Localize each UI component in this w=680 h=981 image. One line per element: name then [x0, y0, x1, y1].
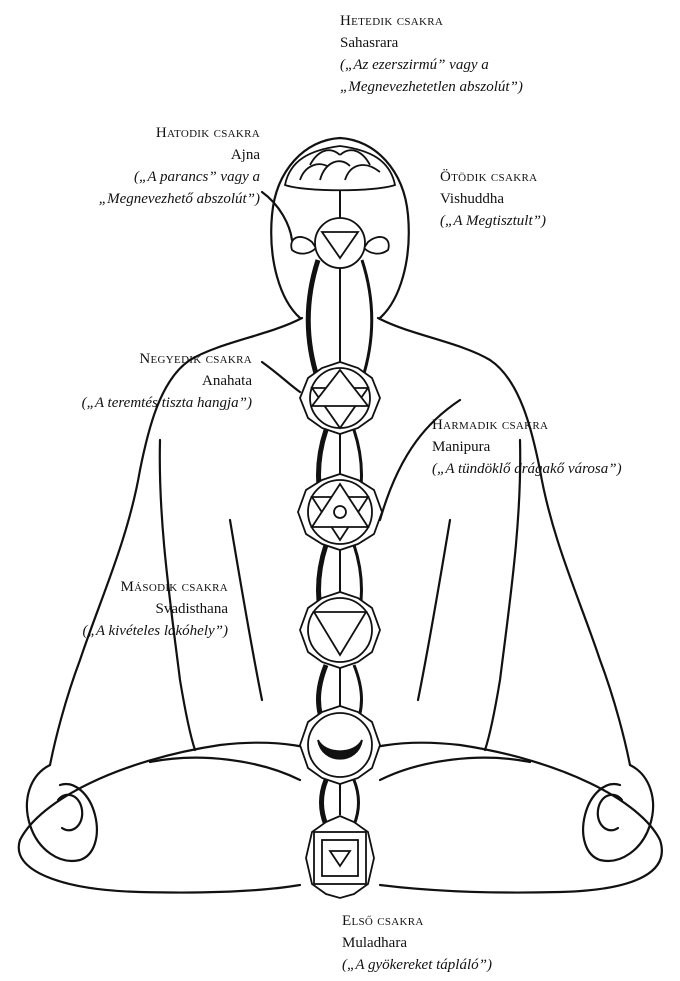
chakra-name: Vishuddha: [440, 188, 546, 210]
chakra-description: „Megnevezhetetlen abszolút”): [340, 76, 523, 98]
right-shoulder-arm: [378, 318, 630, 765]
label-vishuddha: Ötödik csakra Vishuddha („A Megtisztult”…: [440, 166, 546, 232]
chakra-name: Sahasrara: [340, 32, 523, 54]
anahata-chakra-symbol: [300, 362, 380, 434]
manipura-chakra-symbol: [298, 474, 382, 550]
left-hand: [27, 765, 97, 861]
leader-anahata: [262, 362, 300, 392]
chakra-description: („A teremtés tiszta hangja”): [82, 392, 252, 414]
right-hand: [583, 765, 653, 861]
label-muladhara: Első csakra Muladhara („A gyökereket táp…: [342, 910, 492, 976]
chakra-description: („A parancs” vagy a: [99, 166, 260, 188]
label-svadisthana: Második csakra Svadisthana („A kivételes…: [82, 576, 228, 642]
chakra-ordinal: Hetedik csakra: [340, 10, 523, 32]
label-sahasrara: Hetedik csakra Sahasrara („Az ezerszirmú…: [340, 10, 523, 98]
left-torso: [230, 520, 262, 700]
label-ajna: Hatodik csakra Ajna („A parancs” vagy a …: [99, 122, 260, 210]
chakra-name: Ajna: [99, 144, 260, 166]
chakra-description: („A gyökereket tápláló”): [342, 954, 492, 976]
right-hand-mudra: [598, 795, 622, 830]
chakra-description: („Az ezerszirmú” vagy a: [340, 54, 523, 76]
leader-ajna: [262, 192, 292, 240]
chakra-name: Anahata: [82, 370, 252, 392]
crescent-chakra-symbol: [300, 706, 380, 784]
chakra-name: Svadisthana: [82, 598, 228, 620]
left-hand-mudra: [58, 795, 82, 830]
chakra-ordinal: Második csakra: [82, 576, 228, 598]
right-inner-arm: [485, 440, 520, 750]
muladhara-chakra-symbol: [306, 816, 374, 898]
legs-lower: [19, 840, 300, 893]
svadisthana-chakra-symbol: [300, 592, 380, 668]
label-manipura: Harmadik csakra Manipura („A tündöklő dr…: [432, 414, 622, 480]
chakra-description: („A kivételes lakóhely”): [82, 620, 228, 642]
right-foot: [380, 758, 530, 780]
chakra-ordinal: Harmadik csakra: [432, 414, 622, 436]
label-anahata: Negyedik csakra Anahata („A teremtés tis…: [82, 348, 252, 414]
chakra-ordinal: Negyedik csakra: [82, 348, 252, 370]
chakra-description: („A tündöklő drágakő városa”): [432, 458, 622, 480]
left-foot: [150, 758, 300, 780]
chakra-ordinal: Ötödik csakra: [440, 166, 546, 188]
ajna-chakra-symbol: [291, 218, 389, 268]
chakra-name: Muladhara: [342, 932, 492, 954]
chakra-name: Manipura: [432, 436, 622, 458]
chakra-description: „Megnevezhető abszolút”): [99, 188, 260, 210]
chakra-description: („A Megtisztult”): [440, 210, 546, 232]
right-torso: [418, 520, 450, 700]
chakra-ordinal: Hatodik csakra: [99, 122, 260, 144]
chakra-ordinal: Első csakra: [342, 910, 492, 932]
